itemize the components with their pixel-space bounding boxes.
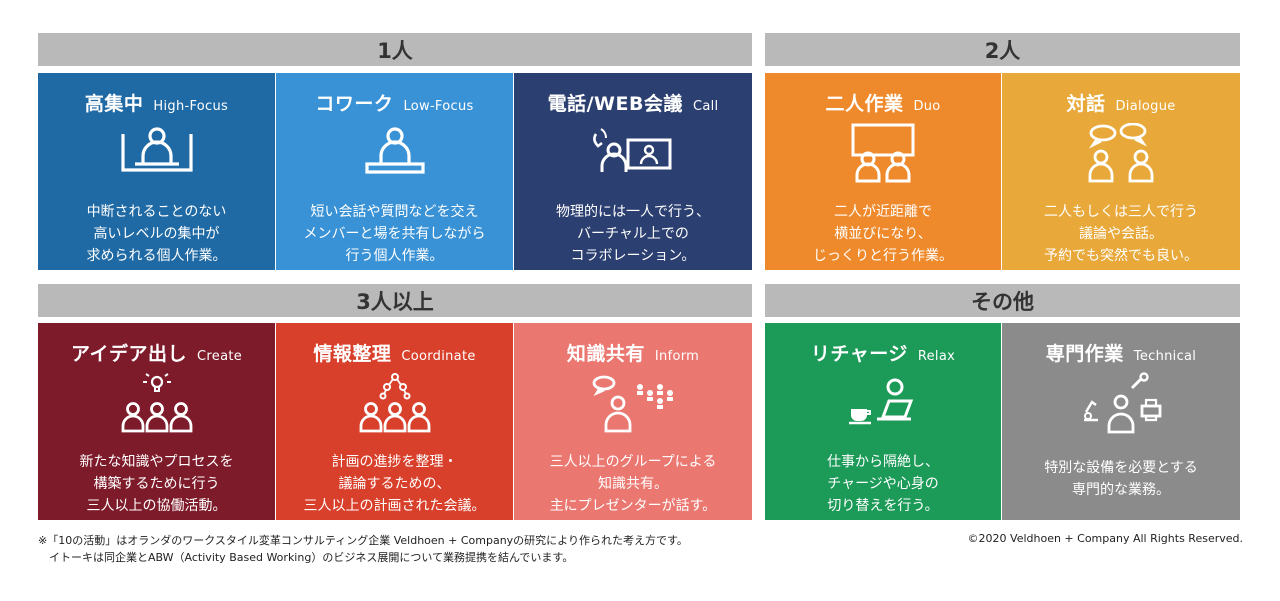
card-title: 高集中 High-Focus [84,89,229,115]
header-two-people: 2人 [765,33,1240,66]
card-title-jp: 高集中 [84,93,144,115]
card-title-en: High-Focus [153,99,229,114]
card-coordinate: 情報整理 Coordinate 計画の進捗を整理・ 議論するための、 三人以上の計… [276,323,513,520]
card-title-en: Duo [913,99,941,114]
footnote: ※「10の活動」はオランダのワークスタイル変革コンサルティング企業 Veldho… [38,534,688,564]
card-low-focus: コワーク Low-Focus 短い会話や質問などを交え メンバーと場を共有しながら… [276,73,513,270]
card-title-jp: コワーク [315,93,394,115]
card-description: 三人以上のグループによる 知識共有。 主にプレゼンターが話す。 [549,454,717,514]
card-title-jp: リチャージ [810,343,908,365]
card-title: 知識共有 Inform [566,339,700,365]
card-high-focus: 高集中 High-Focus 中断されることのない 高いレベルの集中が 求められる… [38,73,275,270]
desk-person-icon [335,121,455,187]
card-description: 仕事から隔絶し、 チャージや心身の 切り替えを行う。 [827,454,939,514]
card-technical: 専門作業 Technical 特別な設備を必要とする 専門的な業務。 [1002,323,1240,520]
card-description: 二人もしくは三人で行う 議論や会話。 予約でも突然でも良い。 [1044,204,1198,264]
card-duo: 二人作業 Duo 二人が近距離で 横並びになり、 じっくりと行う作業。 [765,73,1001,270]
card-title-en: Technical [1133,349,1197,364]
video-call-icon [573,121,693,187]
copyright: ©2020 Veldhoen + Company All Rights Rese… [967,532,1243,545]
card-title: コワーク Low-Focus [315,89,474,115]
card-title-jp: アイデア出し [70,343,188,365]
card-title: 情報整理 Coordinate [313,339,476,365]
presenter-audience-icon [573,371,693,437]
card-title: リチャージ Relax [810,339,956,365]
header-three-plus: 3人以上 [38,284,752,317]
card-title: アイデア出し Create [70,339,243,365]
card-title-jp: 二人作業 [825,93,904,115]
card-title-en: Call [692,99,719,114]
card-title-jp: 電話/WEB会議 [547,93,683,115]
card-description: 短い会話や質問などを交え メンバーと場を共有しながら 行う個人作業。 [303,204,486,264]
card-title: 電話/WEB会議 Call [547,89,719,115]
tools-person-icon [1061,371,1181,437]
card-description: 二人が近距離で 横並びになり、 じっくりと行う作業。 [813,204,953,264]
two-people-speech-icon [1061,121,1181,187]
card-call: 電話/WEB会議 Call 物理的には一人で行う、 バーチャル上での コラボレーシ… [514,73,752,270]
group-lightbulb-icon [97,371,217,437]
two-people-screen-icon [823,121,943,187]
card-title-jp: 専門作業 [1045,343,1124,365]
card-description: 物理的には一人で行う、 バーチャル上での コラボレーション。 [556,204,710,264]
card-description: 特別な設備を必要とする 専門的な業務。 [1044,460,1198,498]
card-title-en: Create [197,349,243,364]
card-title: 対話 Dialogue [1066,89,1176,115]
header-two-label: 2人 [984,38,1021,63]
card-title: 二人作業 Duo [825,89,941,115]
header-one-person: 1人 [38,33,752,66]
card-title-en: Coordinate [401,349,476,364]
card-title-jp: 情報整理 [313,343,392,365]
card-description: 計画の進捗を整理・ 議論するための、 三人以上の計画された会議。 [303,454,486,514]
card-title: 専門作業 Technical [1045,339,1197,365]
coffee-laptop-icon [823,371,943,437]
card-title-en: Low-Focus [403,99,474,114]
card-description: 新たな知識やプロセスを 構築するために行う 三人以上の協働活動。 [79,454,234,514]
header-other: その他 [765,284,1240,317]
card-title-jp: 知識共有 [566,343,645,365]
card-title-jp: 対話 [1066,93,1106,115]
card-create: アイデア出し Create 新たな知識やプロセスを 構築するために行う 三人以上の… [38,323,275,520]
card-title-en: Relax [917,349,956,364]
card-title-en: Inform [654,349,700,364]
header-one-label: 1人 [377,38,413,63]
group-hierarchy-icon [335,371,455,437]
header-other-label: その他 [971,289,1034,314]
desk-person-icon [97,121,217,187]
card-inform: 知識共有 Inform 三人以上のグループによる 知識共有。 主にプレゼンターが話… [514,323,752,520]
card-relax: リチャージ Relax 仕事から隔絶し、 チャージや心身の 切り替えを行う。 [765,323,1001,520]
header-three-label: 3人以上 [356,289,434,314]
card-description: 中断されることのない 高いレベルの集中が 求められる個人作業。 [86,204,227,264]
card-title-en: Dialogue [1115,99,1176,114]
card-dialogue: 対話 Dialogue 二人もしくは三人で行う 議論や会話。 予約でも突然でも良い… [1002,73,1240,270]
